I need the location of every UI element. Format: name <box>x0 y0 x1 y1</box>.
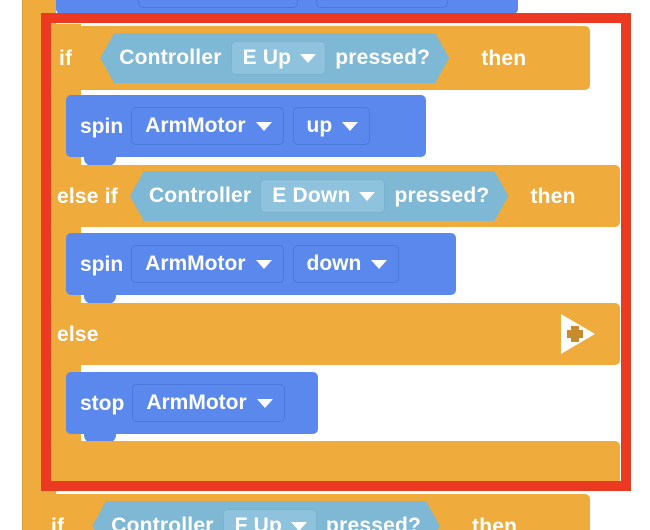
controller-label: Controller <box>148 184 252 207</box>
spin-keyword-1: spin <box>80 114 124 138</box>
motor-dropdown-2-value: ArmMotor <box>145 252 246 275</box>
add-arrow-icon[interactable] <box>559 312 599 356</box>
button-dropdown-f-up-value: F Up <box>234 514 283 530</box>
next-if-keyword: if <box>51 514 65 530</box>
button-dropdown-e-down[interactable]: E Down <box>260 179 385 213</box>
if-keyword: if <box>59 46 73 70</box>
if-block-top-knob <box>65 26 97 35</box>
spin-keyword-2: spin <box>80 252 124 276</box>
else-if-keyword: else if <box>57 184 118 208</box>
motor-dropdown-1-value: ArmMotor <box>145 114 246 137</box>
controller-label: Controller <box>119 46 222 69</box>
direction-dropdown-up-value: up <box>306 114 333 137</box>
motor-dropdown-1[interactable]: ArmMotor <box>131 107 284 145</box>
then-keyword-2: then <box>530 184 576 208</box>
chevron-down-icon <box>371 260 388 269</box>
then-keyword-1: then <box>481 46 527 70</box>
pressed-label: pressed? <box>394 184 490 207</box>
stop-armmotor-block[interactable]: stop ArmMotor <box>66 372 318 443</box>
button-dropdown-e-down-value: E Down <box>272 184 351 207</box>
chevron-down-icon <box>291 522 307 530</box>
spin-block-bottom-knob <box>84 157 116 166</box>
button-dropdown-e-up[interactable]: E Up <box>231 41 327 75</box>
stop-block-top-knob <box>84 372 116 381</box>
chevron-down-icon <box>359 192 375 201</box>
clipped-spin-block[interactable] <box>56 0 518 14</box>
else-header-row[interactable]: else <box>47 303 620 365</box>
if-block-bottom-cap[interactable] <box>47 441 620 486</box>
pressed-label: pressed? <box>326 514 422 530</box>
button-dropdown-e-up-value: E Up <box>242 46 292 69</box>
direction-dropdown-up[interactable]: up <box>292 107 371 145</box>
else-if-header-row[interactable]: else if Controller E Down pressed? then <box>47 165 620 227</box>
motor-dropdown-2[interactable]: ArmMotor <box>131 245 284 283</box>
if-header-row[interactable]: if Controller E Up pressed? then <box>47 26 590 90</box>
spin-block-top-knob <box>84 233 116 242</box>
else-keyword: else <box>57 322 99 346</box>
pressed-label: pressed? <box>335 46 431 69</box>
direction-dropdown-down-value: down <box>306 252 362 275</box>
controller-label: Controller <box>111 514 214 530</box>
next-then-keyword: then <box>472 514 518 530</box>
stop-block-bottom-knob <box>84 434 116 443</box>
button-dropdown-f-up[interactable]: F Up <box>223 509 317 530</box>
controller-e-up-pressed-condition[interactable]: Controller E Up pressed? <box>100 33 449 83</box>
chevron-down-icon <box>255 260 272 269</box>
chevron-down-icon <box>255 122 272 131</box>
spin-block-bottom-knob <box>84 295 116 304</box>
next-if-header-row[interactable]: if Controller F Up pressed? then <box>39 494 590 530</box>
motor-dropdown-3[interactable]: ArmMotor <box>132 384 285 422</box>
clipped-dropdown-1[interactable] <box>138 0 298 8</box>
direction-dropdown-down[interactable]: down <box>292 245 400 283</box>
spin-armmotor-down-block[interactable]: spin ArmMotor down <box>66 233 456 304</box>
next-if-block-top-knob <box>58 494 90 503</box>
controller-e-down-pressed-condition[interactable]: Controller E Down pressed? <box>130 171 509 221</box>
spin-block-top-knob <box>84 95 116 104</box>
motor-dropdown-3-value: ArmMotor <box>146 391 247 414</box>
stop-keyword: stop <box>80 391 125 415</box>
clipped-dropdown-2[interactable] <box>316 0 448 8</box>
chevron-down-icon <box>300 54 316 63</box>
controller-f-up-pressed-condition[interactable]: Controller F Up pressed? <box>92 501 440 530</box>
chevron-down-icon <box>256 399 273 408</box>
spin-armmotor-up-block[interactable]: spin ArmMotor up <box>66 95 426 166</box>
chevron-down-icon <box>342 122 359 131</box>
